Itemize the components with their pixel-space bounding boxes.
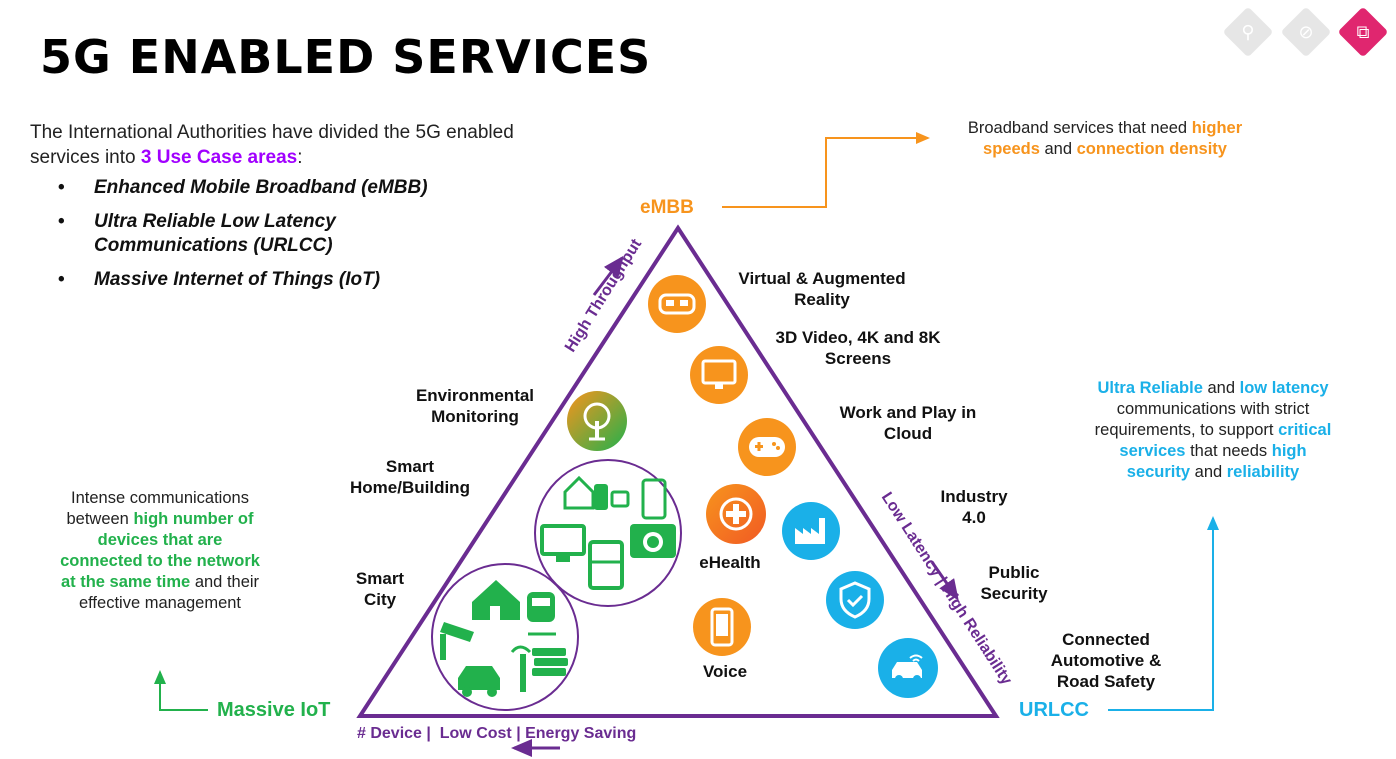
- embb-desc-highlight: connection density: [1076, 140, 1227, 158]
- page-title: 5G ENABLED SERVICES: [40, 30, 652, 84]
- environment-label: Environmental Monitoring: [415, 386, 535, 426]
- smart-city-label: Smart City: [355, 569, 405, 609]
- smart-home-icons: [540, 475, 676, 590]
- smart-city-icons: [440, 580, 568, 697]
- urlcc-description: Ultra Reliable and low latency communica…: [1090, 378, 1336, 483]
- urlcc-desc-text: that needs: [1185, 442, 1272, 460]
- urlcc-desc-highlight: low latency: [1239, 379, 1329, 397]
- gamepad-icon: [738, 418, 796, 476]
- urlcc-desc-highlight: high security: [1126, 442, 1307, 481]
- massive-iot-corner-label: Massive IoT: [217, 699, 331, 721]
- embb-desc-highlight: higher speeds: [983, 119, 1243, 158]
- device-cost-label: # Device | Low Cost | Energy Saving: [357, 725, 637, 742]
- intro-highlight: 3 Use Case areas: [140, 147, 298, 168]
- video-label: 3D Video, 4K and 8K Screens: [775, 328, 941, 368]
- voice-phone-icon: [693, 598, 751, 656]
- vr-headset-icon: [648, 275, 706, 333]
- urlcc-desc-text: and: [1202, 379, 1240, 397]
- iot-connector: [154, 670, 208, 711]
- urlcc-desc-text: communications with strict requirements,…: [1094, 400, 1310, 439]
- ehealth-icon: [706, 484, 766, 544]
- ehealth-label: eHealth: [699, 553, 761, 572]
- urlcc-desc-highlight: reliability: [1226, 463, 1300, 481]
- iot-desc-text: and their effective management: [78, 573, 260, 612]
- industry-label: Industry 4.0: [940, 487, 1008, 527]
- intro-text-part: The International Authorities have divid…: [30, 122, 514, 168]
- embb-description: Broadband services that need higher spee…: [940, 118, 1270, 160]
- smart-home-label: Smart Home/Building: [350, 457, 470, 497]
- embb-corner-label: eMBB: [640, 197, 694, 218]
- connected-car-icon: [878, 638, 938, 698]
- screen-icon: [690, 346, 748, 404]
- embb-desc-text: and: [1039, 140, 1077, 158]
- embb-connector: [722, 132, 930, 208]
- security-label: Public Security: [980, 563, 1048, 603]
- cloud-label: Work and Play in Cloud: [839, 403, 977, 443]
- smart-city-cluster: [431, 563, 579, 711]
- urlcc-desc-highlight: critical services: [1119, 421, 1332, 460]
- vr-label: Virtual & Augmented Reality: [738, 269, 906, 309]
- throughput-arrow: [592, 255, 624, 296]
- bullet-embb: Enhanced Mobile Broadband (eMBB): [58, 176, 454, 200]
- factory-icon: [782, 502, 840, 560]
- intro-text: The International Authorities have divid…: [30, 120, 550, 170]
- embb-desc-text: Broadband services that need: [967, 119, 1192, 137]
- voice-label: Voice: [702, 662, 748, 681]
- use-case-list: Enhanced Mobile Broadband (eMBB) Ultra R…: [58, 176, 454, 302]
- urlcc-desc-text: and: [1190, 463, 1227, 481]
- bullet-urlcc: Ultra Reliable Low Latency Communication…: [58, 210, 394, 258]
- environment-tree-icon: [567, 391, 627, 451]
- pyramid-triangle: [356, 224, 1000, 718]
- iot-desc-text: Intense communications between: [66, 489, 249, 528]
- latency-arrow: [930, 561, 959, 601]
- urlcc-desc-highlight: Ultra Reliable: [1097, 379, 1203, 397]
- iot-desc-highlight: high number of devices that are connecte…: [60, 510, 260, 591]
- urlcc-corner-label: URLCC: [1019, 699, 1089, 721]
- shield-icon: [826, 571, 884, 629]
- iot-description: Intense communications between high numb…: [60, 488, 260, 614]
- automotive-label: Connected Automotive & Road Safety: [1050, 630, 1162, 691]
- bullet-iot: Massive Internet of Things (IoT): [58, 268, 454, 292]
- urlcc-connector: [1108, 516, 1219, 711]
- intro-text-end: :: [297, 147, 303, 168]
